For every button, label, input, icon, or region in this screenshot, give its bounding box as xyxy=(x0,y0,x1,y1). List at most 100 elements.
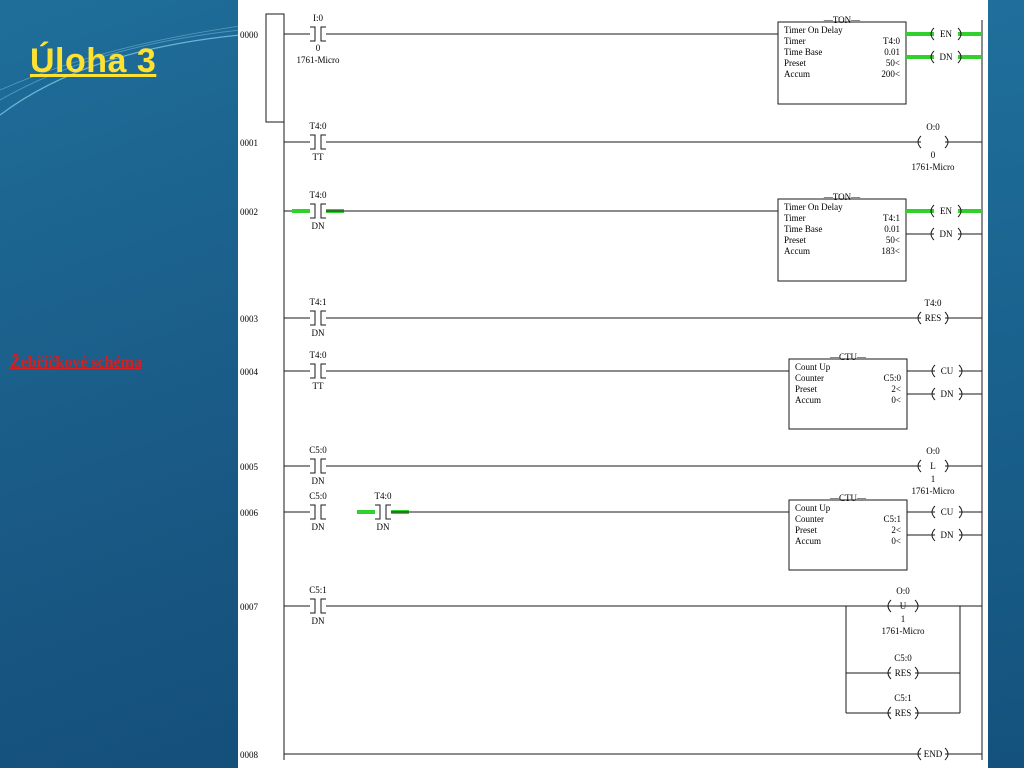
contact-rung-0002-c0-left-bar xyxy=(310,203,316,219)
rung-0005-coil-bit: 1 xyxy=(931,474,936,484)
rung-0000-timer-out-0-right-arc xyxy=(957,27,962,41)
rung-0000-number: 0000 xyxy=(240,30,259,40)
contact-rung-0004-c0-right-bar xyxy=(320,363,326,379)
contact-rung-0005-c0-address: C5:0 xyxy=(309,445,327,455)
rung-0002-timer-field-0-key: Timer xyxy=(784,213,806,223)
rung-0000-timer-field-2-key: Preset xyxy=(784,58,806,68)
contact-rung-0001-c0-left-bar xyxy=(310,134,316,150)
contact-rung-0005-c0-left-bar xyxy=(310,458,316,474)
rung-0000-timer-title: —TON— xyxy=(823,15,861,25)
rung-0002-timer-out-0-left-arc xyxy=(930,204,935,218)
rung-0006-counter-title: —CTU— xyxy=(829,493,867,503)
contact-rung-0000-c0-bit: 0 xyxy=(316,43,321,53)
rung-0002-timer-name: Timer On Delay xyxy=(784,202,843,212)
rung-0000-timer-out-1-symbol: DN xyxy=(940,52,953,62)
rung-0002-timer-out-0-symbol: EN xyxy=(940,206,952,216)
contact-rung-0003-c0-left-bar xyxy=(310,310,316,326)
contact-rung-0002-c0-sub: DN xyxy=(312,221,325,231)
rung-0006-counter-field-2-value: 0< xyxy=(891,536,901,546)
rung-0004-counter-field-2-key: Accum xyxy=(795,395,821,405)
contact-rung-0000-c0-left-bar xyxy=(310,26,316,42)
contact-rung-0007-c0-address: C5:1 xyxy=(309,585,327,595)
rung-0006-counter-field-1-value: 2< xyxy=(891,525,901,535)
rung-0007-branch-coil-2-address: C5:1 xyxy=(894,693,912,703)
rung-0004-counter-field-2-value: 0< xyxy=(891,395,901,405)
rung-0003-coil-address: T4:0 xyxy=(925,298,942,308)
rung-0007-branch-coil-0-symbol: U xyxy=(900,601,907,611)
rung-0004-counter-out-0-symbol: CU xyxy=(941,366,954,376)
rung-0006-counter-out-1-right-arc xyxy=(958,528,963,542)
rung-0004-counter-out-1-left-arc xyxy=(931,387,936,401)
slide-title: Úloha 3 xyxy=(30,42,157,80)
rung-0002-timer-field-3-value: 183< xyxy=(881,246,900,256)
side-label: Žebříčkové schéma xyxy=(10,354,142,371)
rung-0007-branch-coil-0-bit: 1 xyxy=(901,614,906,624)
rung-0006-number: 0006 xyxy=(240,508,259,518)
contact-rung-0006-c1-address: T4:0 xyxy=(375,491,392,501)
rung-0007-branch-coil-1-address: C5:0 xyxy=(894,653,912,663)
contact-rung-0006-c0-sub: DN xyxy=(312,522,325,532)
rung-0007-branch-coil-1-right-arc xyxy=(914,666,919,680)
contact-rung-0006-c0-right-bar xyxy=(320,504,326,520)
rung-0008-coil-symbol: END xyxy=(924,749,943,759)
rung-0005-coil-symbol: L xyxy=(930,461,936,471)
decorative-swoosh xyxy=(0,25,240,116)
rung-0006-counter-box xyxy=(788,499,908,571)
contact-rung-0003-c0-sub: DN xyxy=(312,328,325,338)
rung-0006-counter-field-1-key: Preset xyxy=(795,525,817,535)
rung-0004-counter-out-0-right-arc xyxy=(958,364,963,378)
rung-0004-number: 0004 xyxy=(240,367,259,377)
contact-rung-0007-c0-right-bar xyxy=(320,598,326,614)
contact-rung-0006-c1-right-bar xyxy=(385,504,391,520)
rung-0008-number: 0008 xyxy=(240,750,259,760)
rung-0007-branch-coil-2-right-arc xyxy=(914,706,919,720)
rung-0002-timer-field-3-key: Accum xyxy=(784,246,810,256)
rung-0007-branch-coil-0-address: O:0 xyxy=(896,586,910,596)
rung-0004-counter-field-0-key: Counter xyxy=(795,373,824,383)
rung-0008-coil-left-arc xyxy=(917,747,922,761)
rung-0000-timer-field-1-key: Time Base xyxy=(784,47,822,57)
rung-0000-timer-out-1-right-arc xyxy=(957,50,962,64)
rung-0003-coil-left-arc xyxy=(917,311,922,325)
rung-0002-timer-field-0-value: T4:1 xyxy=(883,213,900,223)
rung-0006-counter-out-0-symbol: CU xyxy=(941,507,954,517)
rung-0002-timer-out-1-left-arc xyxy=(930,227,935,241)
rung-0002-timer-field-1-value: 0.01 xyxy=(884,224,900,234)
rung-0005-number: 0005 xyxy=(240,462,259,472)
contact-rung-0006-c0-address: C5:0 xyxy=(309,491,327,501)
rung-0006-counter-out-1-symbol: DN xyxy=(941,530,954,540)
contact-rung-0007-c0-sub: DN xyxy=(312,616,325,626)
rung-0007-branch-coil-1-symbol: RES xyxy=(895,668,912,678)
rung-0006-counter-field-0-value: C5:1 xyxy=(883,514,901,524)
rung-0007-branch-coil-1-left-arc xyxy=(887,666,892,680)
contact-rung-0006-c1-sub: DN xyxy=(377,522,390,532)
rung-0000-timer-out-1-left-arc xyxy=(930,50,935,64)
contact-rung-0004-c0-sub: TT xyxy=(313,381,324,391)
rung-0000-timer-out-0-left-arc xyxy=(930,27,935,41)
rung-0002-timer-box xyxy=(777,198,907,282)
contact-rung-0001-c0-address: T4:0 xyxy=(310,121,327,131)
contact-rung-0001-c0-right-bar xyxy=(320,134,326,150)
rung-0001-coil-bit: 0 xyxy=(931,150,936,160)
rung-0000-timer-out-0-symbol: EN xyxy=(940,29,952,39)
rung-0000-timer-field-3-key: Accum xyxy=(784,69,810,79)
rung-0004-counter-field-1-key: Preset xyxy=(795,384,817,394)
rung-0000-timer-field-0-key: Timer xyxy=(784,36,806,46)
rung-0002-number: 0002 xyxy=(240,207,258,217)
contact-rung-0003-c0-address: T4:1 xyxy=(310,297,327,307)
rung-0001-coil-left-arc xyxy=(917,135,922,149)
contact-rung-0000-c0-address: I:0 xyxy=(313,13,323,23)
rung-0001-coil-sub: 1761-Micro xyxy=(912,162,955,172)
rung-0007-branch-coil-0-left-arc xyxy=(887,599,892,613)
contact-rung-0004-c0-address: T4:0 xyxy=(310,350,327,360)
rung-0004-counter-field-0-value: C5:0 xyxy=(883,373,901,383)
rung-0006-counter-field-2-key: Accum xyxy=(795,536,821,546)
rung-0007-branch-coil-0-sub: 1761-Micro xyxy=(882,626,925,636)
contact-rung-0005-c0-right-bar xyxy=(320,458,326,474)
rung-0004-counter-box xyxy=(788,358,908,430)
rung-0004-counter-title: —CTU— xyxy=(829,352,867,362)
contact-rung-0003-c0-right-bar xyxy=(320,310,326,326)
rung-0006-counter-out-0-left-arc xyxy=(931,505,936,519)
contact-rung-0006-c1-left-bar xyxy=(375,504,381,520)
